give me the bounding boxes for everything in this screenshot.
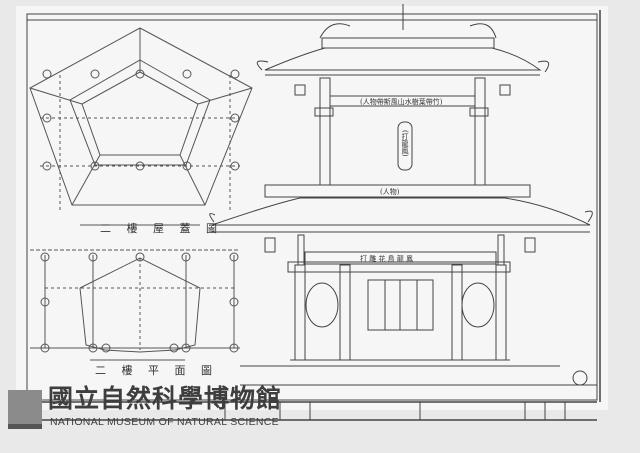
paper xyxy=(16,6,608,410)
upper-plaque-text: (人物帶斯風山水樹葉帶竹) xyxy=(360,97,443,106)
watermark-name-en: NATIONAL MUSEUM OF NATURAL SCIENCE xyxy=(50,416,279,428)
museum-logo-icon xyxy=(8,390,42,429)
floor-plan-label: 二 樓 平 面 圖 xyxy=(95,364,218,377)
lower-plaque-text: (人物) xyxy=(380,187,400,196)
vertical-plaque-text: (打龍鳳) xyxy=(401,130,409,157)
floor-plan xyxy=(30,249,240,361)
elevation xyxy=(209,4,597,386)
lower-beam-text: 打 雕 花 鳥 龍 鳳 xyxy=(360,254,413,263)
roof-plan xyxy=(29,27,253,226)
watermark-name-zh: 國立自然科學博物館 xyxy=(48,384,283,413)
roof-plan-label: 二 樓 屋 蓋 圖 xyxy=(100,222,223,235)
title-block xyxy=(27,401,597,421)
drawing-border xyxy=(26,13,598,401)
